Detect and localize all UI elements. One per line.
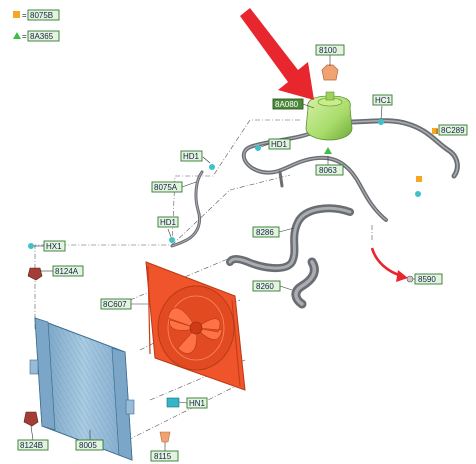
callout-8286: 8286 <box>252 226 280 238</box>
radiator <box>29 317 135 461</box>
svg-text:8124A: 8124A <box>55 267 79 276</box>
reservoir-cap <box>321 64 339 81</box>
svg-text:8C607: 8C607 <box>103 300 127 309</box>
big-red-arrow <box>240 8 314 100</box>
fan-connector <box>166 397 180 408</box>
hose-8260 <box>291 257 319 309</box>
drain-plug-8115 <box>159 431 171 443</box>
callout-8075A: 8075A <box>151 181 183 193</box>
svg-text:8C289: 8C289 <box>441 126 465 135</box>
clip-icon <box>378 119 384 125</box>
svg-text:HX1: HX1 <box>46 242 62 251</box>
svg-text:=: = <box>22 32 27 41</box>
orange-square-icon <box>13 11 20 18</box>
callout-8100: 8100 <box>315 44 345 56</box>
callout-8A080: 8A080 <box>272 98 304 110</box>
green-triangle-icon <box>13 32 21 39</box>
leader-lines <box>30 55 438 451</box>
callout-HD1-upper: HD1 <box>180 150 203 162</box>
coolant-reservoir <box>305 91 353 141</box>
callout-8C289: 8C289 <box>438 124 468 136</box>
legend-label-8075B: 8075B <box>30 11 53 20</box>
callout-8005: 8005 <box>75 439 104 451</box>
curved-red-arrow <box>370 247 408 282</box>
clip-icon <box>169 237 175 243</box>
clip-icon <box>209 164 215 170</box>
bracket-8124A <box>27 267 43 281</box>
callout-HN1: HN1 <box>186 397 208 409</box>
svg-text:HN1: HN1 <box>189 399 206 408</box>
hose-8286 <box>226 204 354 272</box>
clips <box>28 119 421 249</box>
clip-icon <box>255 145 261 151</box>
callout-HC1: HC1 <box>372 94 393 106</box>
callout-8063: 8063 <box>315 164 344 176</box>
hose-8063 <box>241 128 388 222</box>
svg-text:HC1: HC1 <box>375 96 392 105</box>
callout-HD1-middle: HD1 <box>268 138 291 150</box>
svg-text:8124B: 8124B <box>20 441 43 450</box>
svg-text:8075A: 8075A <box>154 183 178 192</box>
fan-shroud <box>145 261 246 391</box>
bracket-8124B <box>23 411 39 427</box>
svg-text:8286: 8286 <box>256 228 274 237</box>
markers <box>324 128 438 182</box>
callout-HX1: HX1 <box>43 240 66 252</box>
svg-text:8115: 8115 <box>154 452 172 461</box>
legend-item-square: = 8075B <box>13 9 60 21</box>
hose-8075A <box>170 170 204 248</box>
orange-square-icon <box>432 128 438 134</box>
svg-text:8590: 8590 <box>418 275 436 284</box>
callout-8124B: 8124B <box>17 439 49 451</box>
svg-text:8A080: 8A080 <box>275 100 299 109</box>
callout-8C607: 8C607 <box>100 298 132 310</box>
orange-square-icon <box>416 176 422 182</box>
legend-item-triangle: = 8A365 <box>13 30 60 42</box>
legend-label-8A365: 8A365 <box>30 32 54 41</box>
callout-8260: 8260 <box>252 280 281 292</box>
svg-text:HD1: HD1 <box>183 152 200 161</box>
green-triangle-icon <box>324 147 332 154</box>
legend: = 8075B = 8A365 <box>13 9 60 42</box>
callout-8115: 8115 <box>150 450 179 462</box>
svg-text:8005: 8005 <box>79 441 97 450</box>
callout-HD1-lower: HD1 <box>157 216 179 228</box>
svg-text:HD1: HD1 <box>160 218 177 227</box>
bleed-screw-8590 <box>406 275 414 283</box>
svg-text:8100: 8100 <box>319 46 337 55</box>
svg-text:=: = <box>22 11 27 20</box>
svg-text:8260: 8260 <box>256 282 274 291</box>
clip-icon <box>28 243 34 249</box>
clip-icon <box>415 191 421 197</box>
callout-8124A: 8124A <box>52 265 84 277</box>
callout-8590: 8590 <box>414 273 443 285</box>
svg-text:HD1: HD1 <box>271 140 288 149</box>
svg-text:8063: 8063 <box>319 166 337 175</box>
